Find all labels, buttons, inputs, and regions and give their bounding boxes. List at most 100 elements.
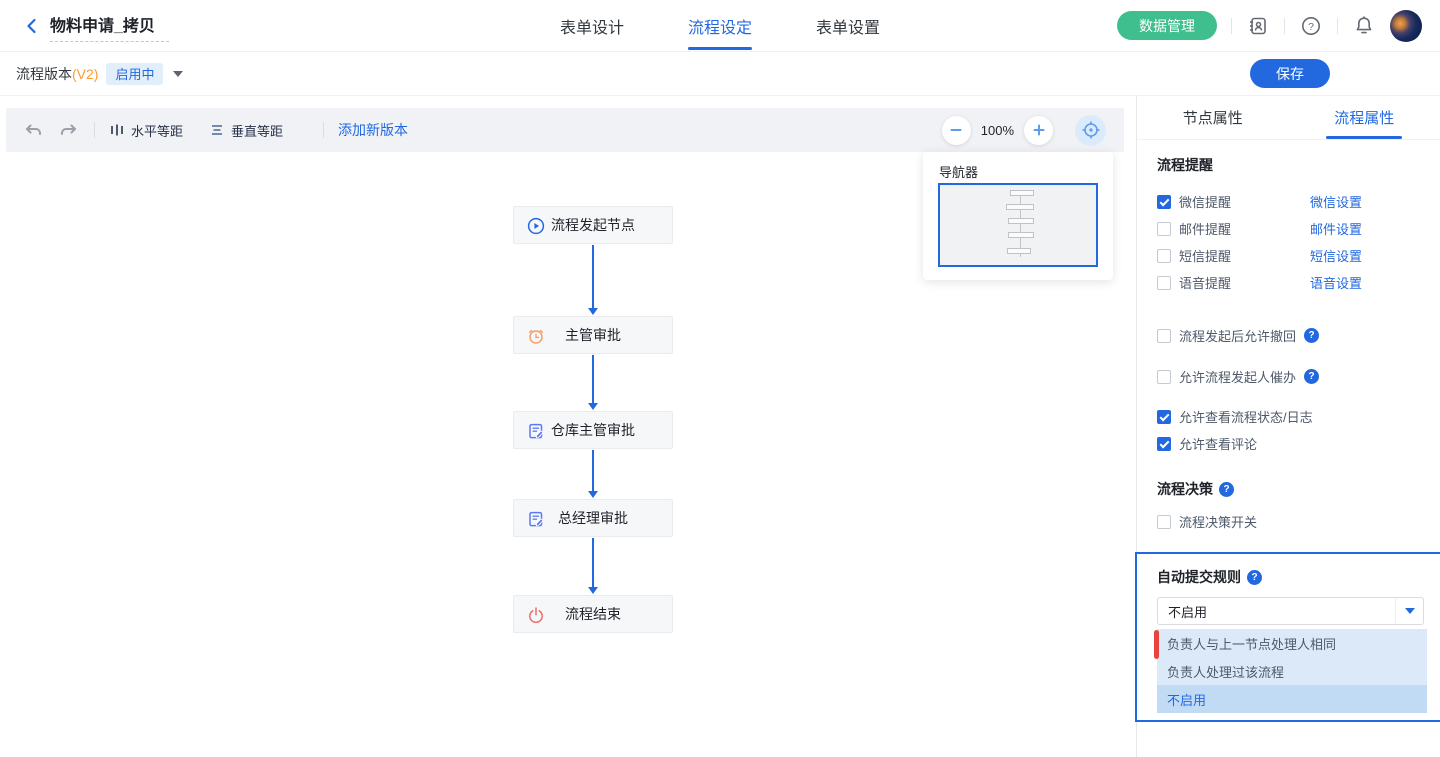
minimap-node <box>1006 204 1034 210</box>
reminder-row-wechat: 微信提醒 微信设置 <box>1157 188 1420 215</box>
allow-withdraw-checkbox[interactable] <box>1157 328 1171 343</box>
back-button[interactable] <box>20 14 44 38</box>
help-icon[interactable]: ? <box>1304 328 1320 343</box>
version-dropdown-caret-icon[interactable] <box>173 70 184 77</box>
version-label: 流程版本 <box>16 65 72 82</box>
panel-tabs: 节点属性 流程属性 <box>1137 96 1440 140</box>
flow-connector-arrow <box>588 245 598 315</box>
zoom-level: 100% <box>980 122 1014 138</box>
flow-node-end[interactable]: 流程结束 <box>513 595 673 633</box>
dropdown-red-marker <box>1154 630 1159 659</box>
redo-button[interactable] <box>58 119 80 141</box>
allow-withdraw-label: 流程发起后允许撤回 <box>1179 329 1297 344</box>
flow-connector-arrow <box>588 538 598 594</box>
decision-switch-checkbox[interactable] <box>1157 514 1171 529</box>
allow-urge-checkbox[interactable] <box>1157 369 1171 384</box>
tab-flow-setting[interactable]: 流程设定 <box>688 0 752 52</box>
decision-title-text: 流程决策 <box>1157 481 1213 497</box>
vertical-distribute-button[interactable]: 垂直等距 <box>209 121 283 140</box>
bell-icon <box>1356 15 1372 33</box>
navigator-viewport[interactable] <box>938 183 1098 267</box>
locate-button[interactable] <box>1075 114 1106 146</box>
allow-urge-label: 允许流程发起人催办 <box>1179 370 1297 385</box>
dropdown-option-handled-before[interactable]: 负责人处理过该流程 <box>1157 657 1427 685</box>
zoom-controls: 100% <box>941 114 1106 146</box>
divider <box>323 122 325 138</box>
option-row-urge: 允许流程发起人催办 ? <box>1157 363 1420 390</box>
decision-section-title: 流程决策 ? <box>1157 479 1420 499</box>
crosshair-icon <box>1082 121 1099 139</box>
voice-reminder-label: 语音提醒 <box>1179 276 1232 291</box>
select-caret-zone <box>1395 598 1423 624</box>
chevron-left-icon <box>27 18 36 33</box>
save-button[interactable]: 保存 <box>1250 59 1330 88</box>
view-status-checkbox[interactable] <box>1157 409 1171 424</box>
flow-canvas[interactable]: 水平等距 垂直等距 添加新版本 100% <box>0 96 1136 757</box>
decision-switch-label: 流程决策开关 <box>1179 515 1258 530</box>
help-icon[interactable]: ? <box>1219 481 1234 497</box>
undo-button[interactable] <box>22 119 44 141</box>
auto-submit-dropdown: 负责人与上一节点处理人相同 负责人处理过该流程 不启用 <box>1154 629 1427 713</box>
view-comments-checkbox[interactable] <box>1157 436 1171 451</box>
document-edit-icon <box>527 422 545 440</box>
canvas-toolbar: 水平等距 垂直等距 添加新版本 100% <box>6 108 1124 152</box>
chevron-down-icon <box>1404 608 1415 614</box>
dropdown-option-same-handler[interactable]: 负责人与上一节点处理人相同 <box>1157 629 1427 657</box>
view-status-label: 允许查看流程状态/日志 <box>1179 410 1313 425</box>
user-avatar[interactable] <box>1390 9 1422 42</box>
voice-settings-link[interactable]: 语音设置 <box>1310 276 1363 291</box>
flow-node-start[interactable]: 流程发起节点 <box>513 206 673 244</box>
version-number: (V2) <box>72 65 99 82</box>
tab-form-setting[interactable]: 表单设置 <box>816 19 881 37</box>
horizontal-distribute-button[interactable]: 水平等距 <box>109 121 183 140</box>
play-icon <box>527 217 545 235</box>
auto-submit-title: 自动提交规则 ? <box>1157 567 1424 587</box>
flow-node-label: 流程结束 <box>565 606 621 622</box>
data-manage-button[interactable]: 数据管理 <box>1117 11 1217 40</box>
tab-form-design[interactable]: 表单设计 <box>559 19 624 37</box>
tab-flow-properties[interactable]: 流程属性 <box>1289 96 1440 139</box>
option-row-view-comments: 允许查看评论 <box>1157 430 1420 457</box>
address-book-icon <box>1250 17 1266 34</box>
notification-button[interactable] <box>1352 14 1376 38</box>
page-title[interactable]: 物料申请_拷贝 <box>50 10 169 42</box>
minimap-connector <box>1020 191 1021 257</box>
help-icon[interactable]: ? <box>1247 569 1262 585</box>
document-edit-icon <box>527 510 545 528</box>
redo-icon <box>61 124 76 135</box>
help-button[interactable]: ? <box>1299 14 1323 38</box>
divider <box>94 122 95 138</box>
minus-icon <box>950 129 962 131</box>
vertical-distribute-icon <box>212 125 223 135</box>
navigator-title: 导航器 <box>939 165 979 180</box>
wechat-reminder-checkbox[interactable] <box>1157 194 1171 209</box>
properties-panel: 节点属性 流程属性 流程提醒 微信提醒 微信设置 邮件提醒 邮件设置 短信提醒 … <box>1135 96 1440 757</box>
minimap-node <box>1008 232 1034 238</box>
flow-node-warehouse-approval[interactable]: 仓库主管审批 <box>513 411 673 449</box>
reminder-row-email: 邮件提醒 邮件设置 <box>1157 215 1420 242</box>
flow-connector-arrow <box>588 355 598 410</box>
help-icon[interactable]: ? <box>1304 369 1320 384</box>
address-book-button[interactable] <box>1246 14 1270 38</box>
option-row-decision-switch: 流程决策开关 <box>1157 508 1420 535</box>
auto-submit-select[interactable]: 不启用 <box>1157 597 1424 625</box>
status-badge: 启用中 <box>106 62 164 85</box>
flow-node-gm-approval[interactable]: 总经理审批 <box>513 499 673 537</box>
flow-node-supervisor-approval[interactable]: 主管审批 <box>513 316 673 354</box>
tab-node-properties[interactable]: 节点属性 <box>1182 110 1243 127</box>
flow-node-label: 主管审批 <box>565 327 621 343</box>
voice-reminder-checkbox[interactable] <box>1157 275 1171 290</box>
zoom-in-button[interactable] <box>1024 115 1053 145</box>
zoom-out-button[interactable] <box>941 115 971 145</box>
divider <box>1231 17 1232 34</box>
divider <box>1337 17 1338 34</box>
sms-reminder-checkbox[interactable] <box>1157 248 1171 263</box>
auto-submit-section: 自动提交规则 ? 不启用 负责人与上一节点处理人相同 负责人处理过该流程 不启用 <box>1135 552 1440 722</box>
email-reminder-checkbox[interactable] <box>1157 221 1171 236</box>
wechat-settings-link[interactable]: 微信设置 <box>1310 195 1363 210</box>
dropdown-option-disabled[interactable]: 不启用 <box>1157 685 1427 713</box>
sms-settings-link[interactable]: 短信设置 <box>1310 249 1363 264</box>
email-settings-link[interactable]: 邮件设置 <box>1310 222 1363 237</box>
add-version-link[interactable]: 添加新版本 <box>338 122 409 138</box>
